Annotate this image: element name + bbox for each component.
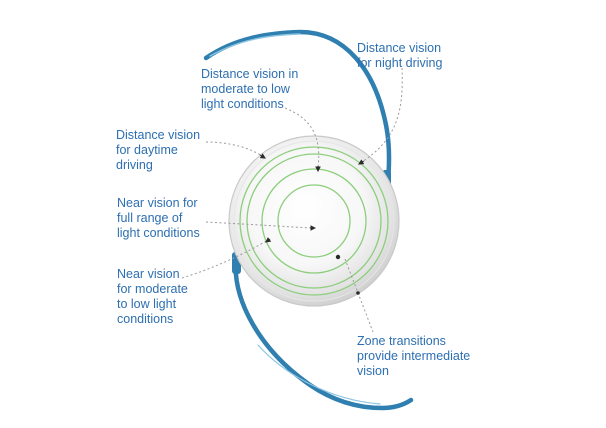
label-near-full-range: Near vision for full range of light cond… bbox=[117, 196, 200, 240]
leader-daytime bbox=[205, 141, 263, 157]
label-zone-transitions: Zone transitions provide intermediate vi… bbox=[357, 334, 471, 378]
leader-near-moderate bbox=[181, 239, 269, 279]
label-distance-moderate: Distance vision in moderate to low light… bbox=[201, 67, 299, 111]
zone-rings bbox=[239, 146, 389, 296]
lens-optic bbox=[228, 135, 400, 307]
arrow-heads bbox=[259, 153, 365, 243]
marker-dots bbox=[335, 254, 360, 295]
zone-ring-3 bbox=[261, 168, 367, 274]
zone-ring-4 bbox=[246, 153, 382, 289]
label-near-moderate: Near vision for moderate to low light co… bbox=[117, 267, 188, 326]
zone-ring-2 bbox=[277, 184, 351, 258]
zone-ring-outer bbox=[239, 146, 389, 296]
leader-night bbox=[361, 67, 403, 163]
label-distance-daytime: Distance vision for daytime driving bbox=[116, 128, 201, 172]
label-distance-night: Distance vision for night driving bbox=[357, 41, 443, 70]
leader-lines bbox=[181, 67, 403, 333]
